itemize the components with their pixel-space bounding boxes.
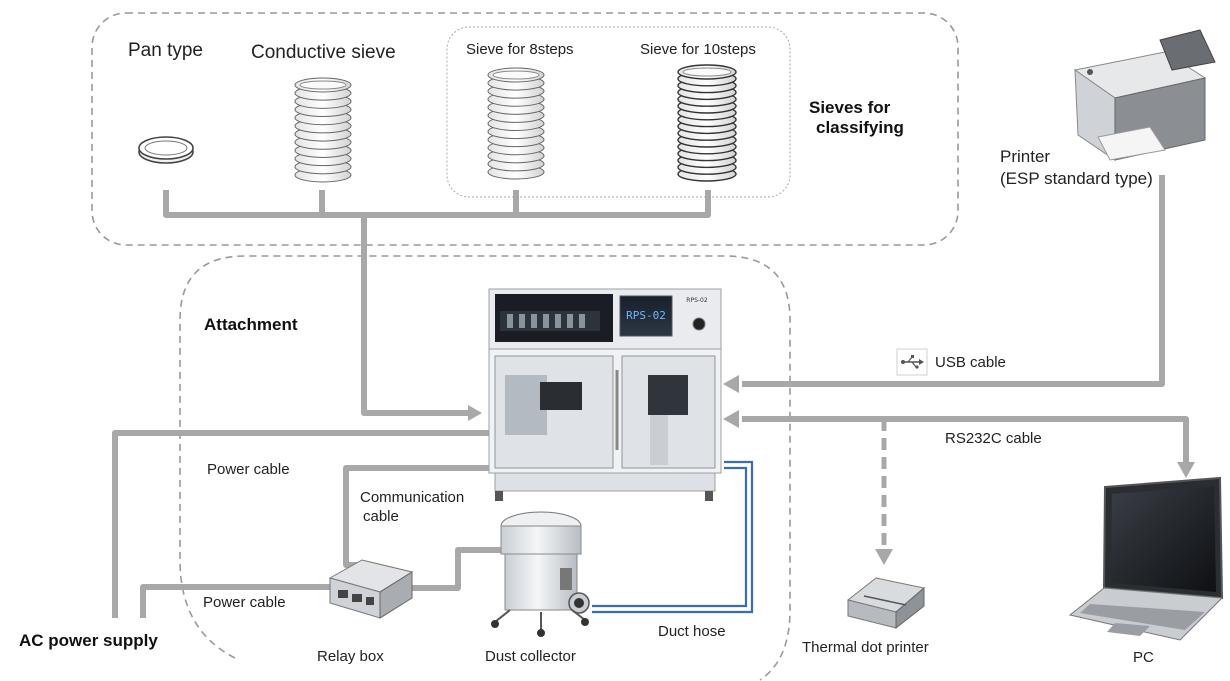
- duct-hose-line: [592, 460, 754, 614]
- pc-label: PC: [1133, 649, 1154, 666]
- communication-cable-label-line2: cable: [363, 508, 399, 525]
- thermal-printer-image: [846, 577, 926, 630]
- conductive-sieve-label: Conductive sieve: [251, 42, 396, 63]
- sieve-8steps-label: Sieve for 8steps: [466, 41, 574, 58]
- usb-icon: [896, 348, 928, 376]
- main-unit-badge: RPS-02: [686, 297, 708, 304]
- sieves-group-border: [91, 12, 959, 246]
- sieve-8steps-image: [487, 67, 545, 180]
- main-unit-display-text: RPS-02: [626, 309, 666, 322]
- dust-collector-image: [491, 511, 590, 637]
- sieve-steps-subgroup-border: [446, 26, 791, 198]
- sieves-group-title-line1: Sieves for: [809, 98, 891, 117]
- attachment-group-border: [179, 255, 791, 681]
- arrow-heads: [468, 375, 1195, 565]
- sieve-10steps-image: [677, 64, 737, 182]
- power-cable-top-label: Power cable: [207, 461, 290, 478]
- pan-sieve-image: [138, 136, 194, 164]
- attachment-group-title: Attachment: [204, 315, 298, 334]
- sieve-10steps-label: Sieve for 10steps: [640, 41, 756, 58]
- main-rps-unit: RPS-02 RPS-02: [488, 288, 722, 501]
- printer-esp-image: [1073, 29, 1216, 161]
- usb-cable-label: USB cable: [935, 354, 1006, 371]
- pc-laptop-image: [1068, 476, 1224, 641]
- sieves-group-title-line2: classifying: [816, 118, 904, 137]
- printer-label-line1: Printer: [1000, 147, 1051, 166]
- power-cable-bottom-label: Power cable: [203, 594, 286, 611]
- thermal-dot-printer-label: Thermal dot printer: [802, 639, 929, 656]
- ac-power-supply-label: AC power supply: [19, 631, 158, 650]
- relay-box-label: Relay box: [317, 648, 384, 665]
- duct-hose-label: Duct hose: [658, 623, 726, 640]
- connector-lines: [112, 175, 1189, 618]
- printer-label-line2: (ESP standard type): [1000, 169, 1153, 188]
- communication-cable-label-line1: Communication: [360, 489, 465, 506]
- rs232c-cable-label: RS232C cable: [945, 430, 1042, 447]
- conductive-sieve-image: [294, 77, 352, 183]
- dust-collector-label: Dust collector: [485, 648, 576, 665]
- pan-type-label: Pan type: [128, 40, 203, 61]
- relay-box-image: [328, 559, 414, 619]
